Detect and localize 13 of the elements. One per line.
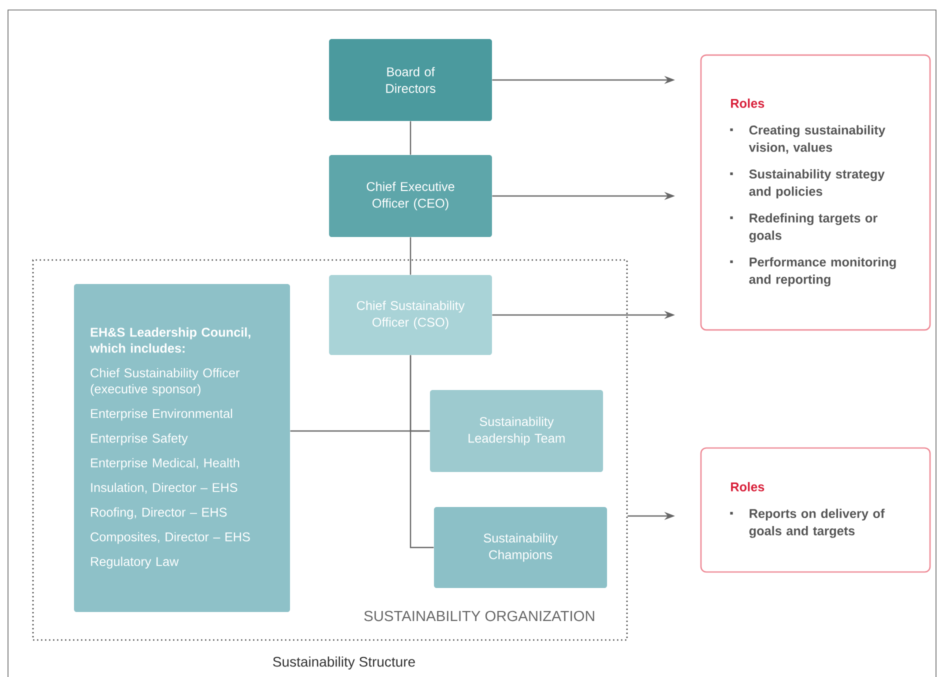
roles-box: Roles Reports on delivery of goals and targets <box>700 447 931 573</box>
caption: Sustainability Structure <box>273 656 415 670</box>
connector-line <box>410 121 412 155</box>
role-box: Chief Sustainability Officer (CSO) <box>329 275 492 355</box>
role-box: Board of Directors <box>329 39 492 121</box>
roles-box: Roles Creating sustainability vision, values Sustainability strategy and policies Redefining targets or goals Performance monitoring and reporting <box>700 54 931 331</box>
council-box: EH&S Leadership Council, which includes: Chief Sustainability Officer (executive sponsor) Enterprise Environmental Enterprise Safety Enterprise Medical, Health Insulation, Director – EHS Roofing, Director – EHS Composites, Director – EHS Regulatory Law <box>74 284 290 612</box>
connector-line <box>410 237 412 275</box>
connector-line <box>410 355 434 548</box>
role-box: Chief Executive Officer (CEO) <box>329 155 492 237</box>
role-box: Sustainability Leadership Team <box>430 390 604 472</box>
role-box: Sustainability Champions <box>434 506 608 588</box>
connector-line <box>290 430 430 432</box>
